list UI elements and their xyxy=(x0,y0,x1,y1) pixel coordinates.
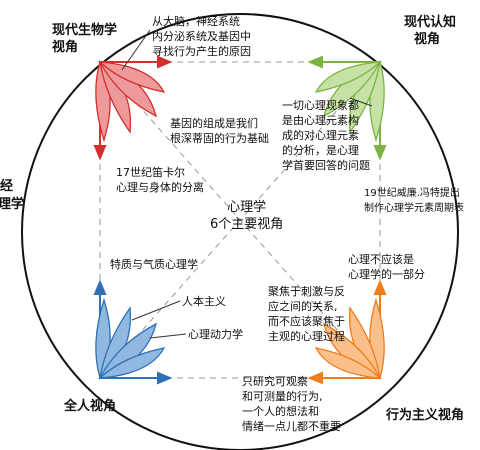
note-psychodynamic: 心理动力学 xyxy=(188,328,243,341)
bio-title-line2: 视角 xyxy=(52,40,79,55)
note-traits: 特质与气质心理学 xyxy=(110,258,198,271)
note-wundt-line: 19世纪威廉.冯特提出 xyxy=(364,188,460,199)
pointer-cog xyxy=(349,97,373,107)
note-bio-brain: 从大脑，神经系统 内分泌系统及基因中 寻找行为产生的原因 xyxy=(152,14,251,59)
humanistic-title: 全人视角 xyxy=(64,399,117,414)
note-gene: 基因的组成是我们 根深蒂固的行为基础 xyxy=(170,116,269,146)
cognitive-title-line2: 视角 xyxy=(414,32,441,47)
note-stimulus: 聚焦于刺激与反 应之间的关系, 而不应该聚焦于 主观的心理过程 xyxy=(268,284,345,344)
note-observable-line: 一个人的想法和 xyxy=(242,405,319,418)
note-not-part: 心理不应该是 心理学的一部分 xyxy=(348,252,425,282)
note-stimulus-line: 应之间的关系, xyxy=(268,300,338,313)
note-observable-line: 情绪一点儿都不重要 xyxy=(242,420,341,433)
note-descartes-line: 心理与身体的分离 xyxy=(116,181,204,194)
note-cognitive-elements: 一切心理现象都 是由心理元素构 成的对心理元素 的分析，是心理 学首要回答的问题 xyxy=(282,98,370,173)
bio-fan xyxy=(93,55,173,161)
side-text-bottom: 理学 xyxy=(0,197,25,212)
note-stimulus-line: 主观的心理过程 xyxy=(268,330,345,343)
pointer-humanism xyxy=(131,300,181,321)
note-bio-brain-line: 寻找行为产生的原因 xyxy=(152,45,251,58)
bio-title-line1: 现代生物学 xyxy=(52,23,118,38)
pointer-bio xyxy=(121,29,151,71)
side-text-top: 经 xyxy=(0,179,14,194)
note-cognitive-line: 成的对心理元素 xyxy=(282,129,359,142)
note-not-part-line: 心理学的一部分 xyxy=(348,268,425,281)
center-label: 心理学 6个主要视角 xyxy=(210,199,283,233)
outer-circle xyxy=(21,13,459,450)
note-cognitive-line: 的分析，是心理 xyxy=(282,144,359,157)
center-line2: 6个主要视角 xyxy=(210,217,284,232)
note-bio-brain-line: 内分泌系统及基因中 xyxy=(152,30,251,43)
note-cognitive-line: 一切心理现象都 xyxy=(282,99,359,112)
bio-title: 现代生物学 视角 xyxy=(52,22,117,56)
note-observable-line: 只研究可观察 xyxy=(242,375,308,388)
note-stimulus-line: 而不应该聚焦于 xyxy=(268,315,345,328)
note-descartes: 17世纪笛卡尔 心理与身体的分离 xyxy=(116,165,204,195)
note-observable-line: 和可测量的行为, xyxy=(242,390,323,403)
center-line1: 心理学 xyxy=(227,200,267,215)
behaviorist-fan xyxy=(307,279,387,385)
note-gene-line: 根深蒂固的行为基础 xyxy=(170,132,269,145)
cognitive-title: 现代认知 视角 xyxy=(404,14,456,48)
note-wundt: 19世纪威廉.冯特提出 制作心理学元素周期表 xyxy=(364,186,464,216)
cognitive-fan xyxy=(307,55,387,161)
note-cognitive-line: 是由心理元素构 xyxy=(282,114,359,127)
note-bio-brain-line: 从大脑，神经系统 xyxy=(152,15,240,28)
note-not-part-line: 心理不应该是 xyxy=(348,253,414,266)
note-descartes-line: 17世纪笛卡尔 xyxy=(116,166,185,179)
humanistic-fan xyxy=(93,279,173,385)
note-wundt-line: 制作心理学元素周期表 xyxy=(364,203,464,214)
pointer-psychodynamic xyxy=(149,333,187,339)
note-observable: 只研究可观察 和可测量的行为, 一个人的想法和 情绪一点儿都不重要 xyxy=(242,374,341,434)
note-stimulus-line: 聚焦于刺激与反 xyxy=(268,285,345,298)
diagonal-dash-2 xyxy=(99,61,381,379)
note-gene-line: 基因的组成是我们 xyxy=(170,117,258,130)
behaviorist-title: 行为主义视角 xyxy=(386,408,465,423)
note-cognitive-line: 学首要回答的问题 xyxy=(282,159,370,172)
note-humanism: 人本主义 xyxy=(182,295,226,308)
cognitive-title-line1: 现代认知 xyxy=(404,15,457,30)
